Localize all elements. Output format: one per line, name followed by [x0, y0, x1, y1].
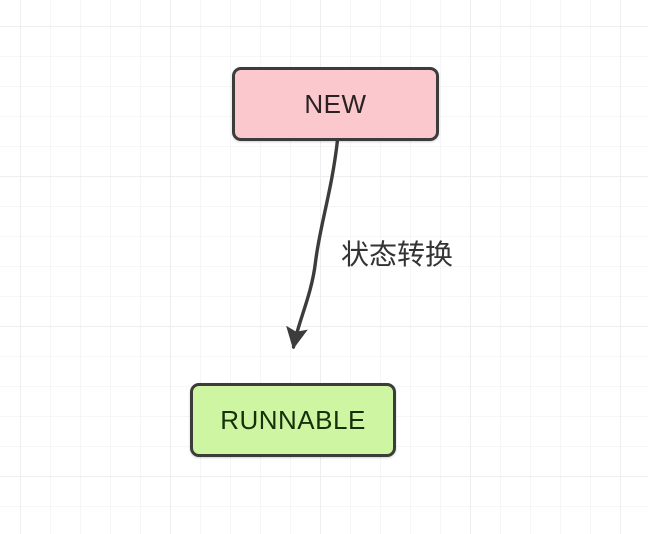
node-new[interactable]: NEW: [232, 67, 439, 141]
node-runnable-label: RUNNABLE: [220, 405, 366, 435]
node-new-label: NEW: [304, 89, 367, 119]
edge-new-to-runnable: [286, 138, 340, 350]
node-runnable[interactable]: RUNNABLE: [190, 383, 396, 457]
edge-label-state-transition: 状态转换: [341, 238, 454, 271]
